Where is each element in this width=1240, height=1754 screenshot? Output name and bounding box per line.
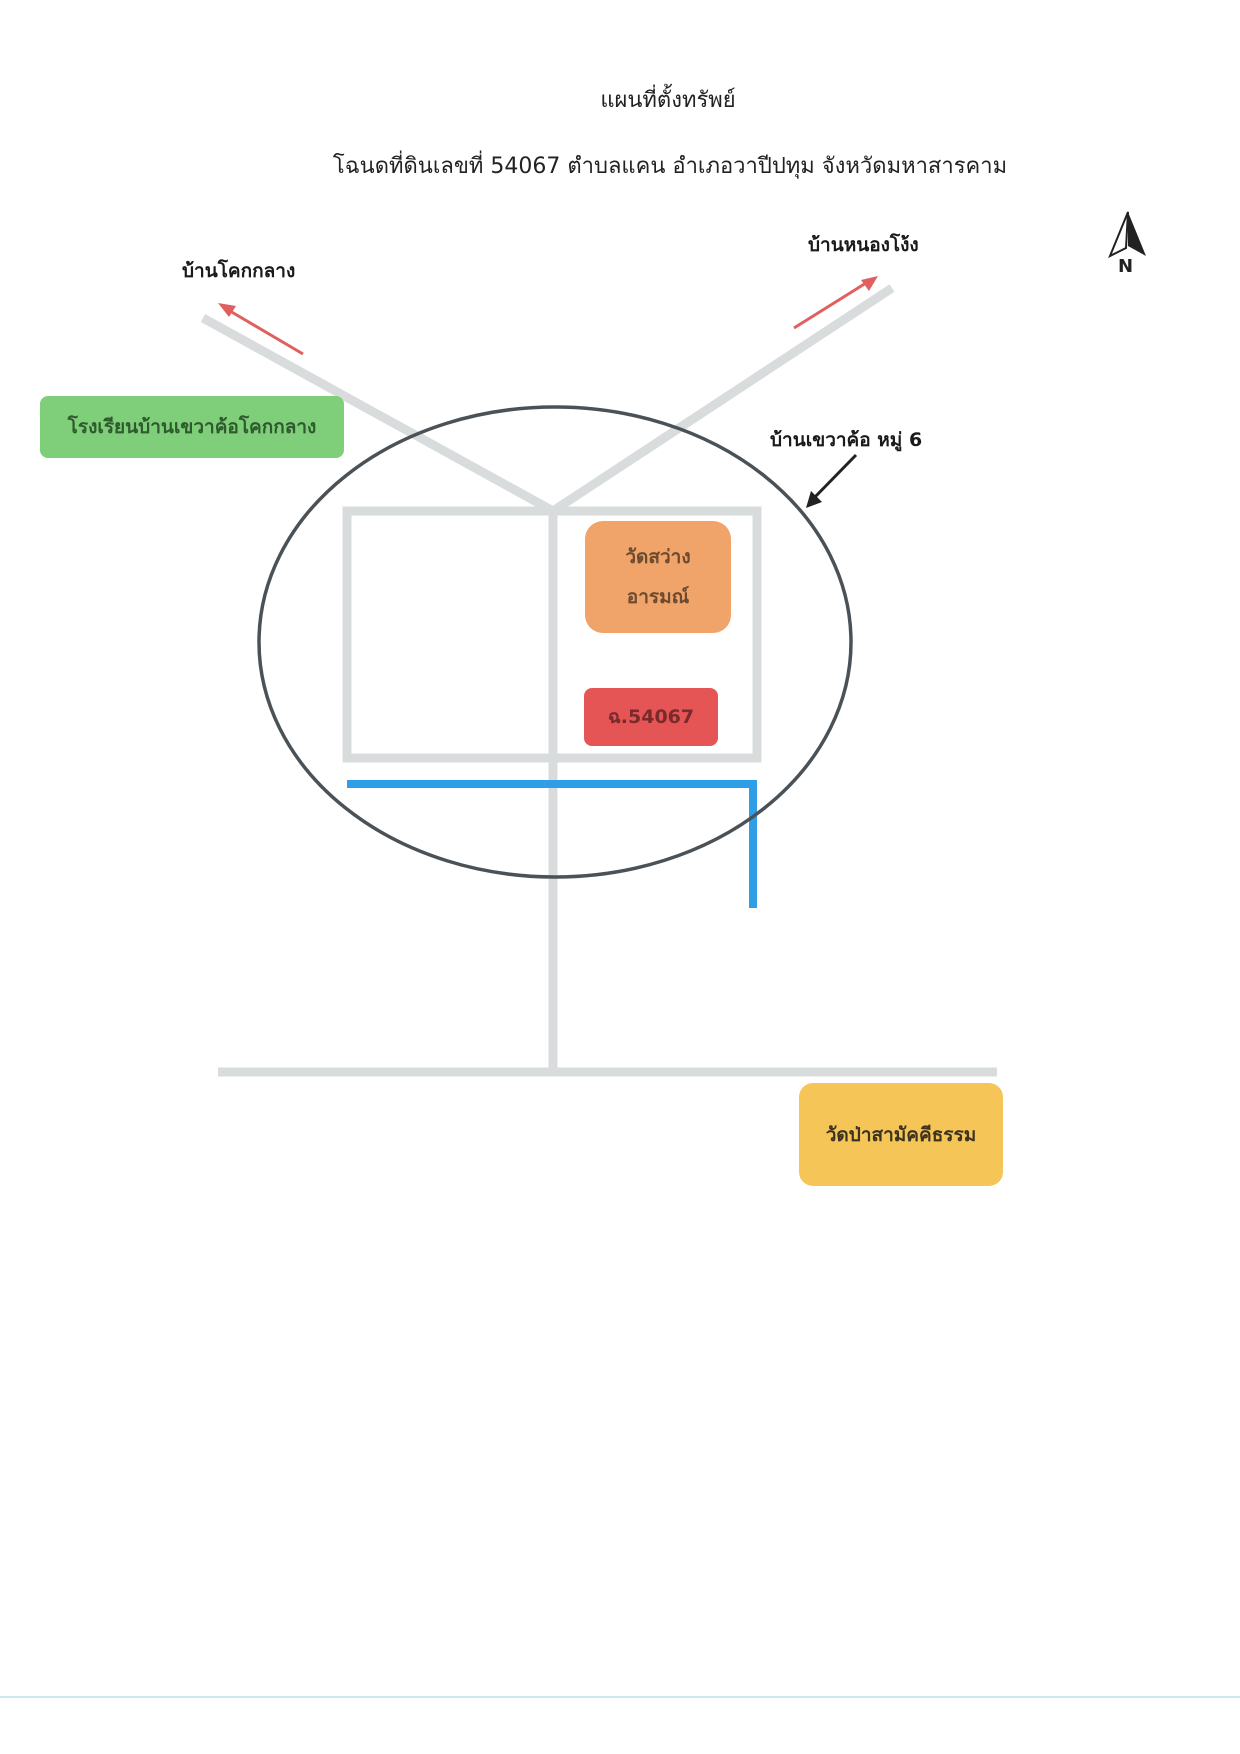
place-label-ban-nong-ngong: บ้านหนองโง้ง — [808, 234, 919, 256]
arrow-to-ban-khok-klang — [218, 303, 304, 356]
north-arrow-icon — [1108, 211, 1146, 259]
place-label-ban-khao-kho: บ้านเขวาค้อ หมู่ 6 — [770, 429, 923, 451]
map-title: แผนที่ตั้งทรัพย์ — [600, 88, 736, 113]
road-block-west — [342, 506, 553, 763]
landmark-temple-pa: วัดป่าสามัคคีธรรม — [799, 1083, 1003, 1186]
north-label: N — [1118, 256, 1134, 277]
canal — [347, 780, 757, 908]
road-northeast — [550, 284, 895, 515]
road-northwest — [200, 314, 556, 515]
arrow-to-ban-khao-kho — [806, 453, 858, 508]
landmark-temple-sawang: วัดสว่าง อารมณ์ — [585, 521, 731, 633]
village-boundary-ellipse — [257, 405, 853, 879]
temple-sawang-line1: วัดสว่าง — [625, 546, 691, 568]
landmark-school: โรงเรียนบ้านเขวาค้อโคกกลาง — [40, 396, 344, 458]
arrow-to-ban-nong-ngong — [793, 276, 878, 330]
place-label-ban-khok-klang: บ้านโคกกลาง — [182, 260, 296, 282]
landmark-deed-plot: ฉ.54067 — [584, 688, 718, 746]
road-block-east — [553, 506, 762, 763]
temple-sawang-line2: อารมณ์ — [626, 586, 690, 608]
road-network — [200, 284, 997, 1077]
map-subtitle: โฉนดที่ดินเลขที่ 54067 ตำบลแคน อำเภอวาปี… — [332, 154, 1008, 179]
